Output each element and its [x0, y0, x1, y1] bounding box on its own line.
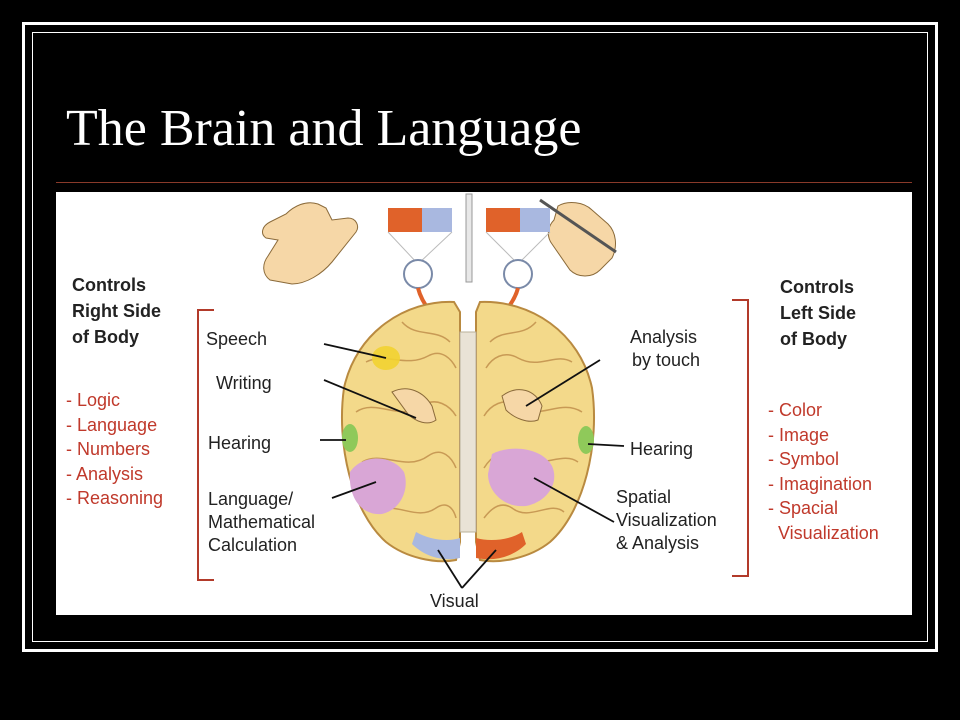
visual-label: Visual	[430, 591, 479, 611]
list-item: - Spacial	[768, 498, 839, 518]
slide-frame-inner	[32, 32, 928, 642]
left-bracket	[197, 309, 214, 581]
left-visual-region	[412, 532, 460, 560]
left-hemisphere	[341, 300, 461, 563]
left-eye-icon	[403, 259, 433, 289]
slide-title: The Brain and Language	[66, 100, 582, 157]
spatial-label-line: Visualization	[616, 510, 717, 530]
right-hearing-region	[578, 426, 594, 454]
list-item: - Logic	[66, 390, 121, 410]
brain-illustration	[197, 193, 749, 589]
list-item: - Image	[768, 424, 830, 445]
right-spatial-region	[488, 448, 555, 507]
left-panel-heading: Controls Right Side of Body	[72, 272, 161, 350]
right-heading-line: of Body	[780, 329, 847, 349]
math-label-line: Language/	[208, 489, 294, 509]
touch-label: Analysis by touch	[630, 326, 700, 372]
left-brain-hand-icon	[391, 388, 437, 424]
list-item: - Analysis	[66, 463, 144, 484]
slide-frame-outer	[22, 22, 938, 652]
title-divider	[56, 182, 912, 183]
list-item: - Imagination	[768, 473, 873, 494]
speech-label: Speech	[206, 329, 268, 349]
right-panel-heading: Controls Left Side of Body	[780, 274, 856, 352]
right-bracket	[732, 299, 749, 577]
left-heading-line: Right Side	[72, 301, 161, 321]
right-stimulus-orange	[486, 208, 520, 232]
right-hemisphere	[475, 300, 595, 563]
math-label-line: Calculation	[208, 535, 298, 555]
left-heading-line: Controls	[72, 275, 146, 295]
right-eye-icon	[503, 259, 533, 289]
left-traits-list: - Logic - Language - Numbers - Analysis …	[66, 388, 163, 511]
list-item: Visualization	[768, 522, 879, 543]
right-traits-list: - Color - Image - Symbol - Imagination -…	[768, 398, 879, 545]
list-item: - Language	[66, 414, 158, 435]
left-hearing-region	[342, 424, 358, 452]
right-stimulus-blue	[520, 208, 550, 232]
spatial-label-line: Spatial	[616, 487, 672, 507]
left-heading-line: of Body	[72, 327, 139, 347]
spatial-label-line: & Analysis	[616, 533, 700, 553]
corpus-callosum	[459, 331, 477, 533]
math-label: Language/ Mathematical Calculation	[208, 488, 315, 557]
left-stimulus-orange	[388, 208, 422, 232]
left-language-region	[349, 458, 406, 515]
right-hearing-label: Hearing	[630, 439, 694, 459]
list-item: - Reasoning	[66, 488, 164, 508]
touch-label-line: by touch	[632, 350, 701, 370]
pencil-icon	[539, 198, 617, 254]
math-label-line: Mathematical	[208, 512, 316, 532]
visual-divider	[465, 193, 473, 283]
pointer-lines	[320, 343, 625, 589]
right-heading-line: Controls	[780, 277, 854, 297]
list-item: - Symbol	[768, 449, 840, 469]
list-item: - Numbers	[66, 439, 151, 459]
spatial-label: Spatial Visualization & Analysis	[616, 486, 717, 555]
touch-label-line: Analysis	[630, 327, 698, 347]
right-hand-icon	[547, 202, 616, 277]
right-heading-line: Left Side	[780, 303, 857, 323]
left-hand-icon	[262, 202, 359, 285]
right-brain-hand-icon	[501, 389, 543, 422]
list-item: - Color	[768, 400, 823, 420]
writing-label: Writing	[216, 373, 272, 393]
right-visual-region	[476, 532, 526, 560]
brain-diagram: Controls Right Side of Body - Logic - La…	[56, 192, 912, 615]
left-stimulus-blue	[422, 208, 452, 232]
left-hearing-label: Hearing	[208, 433, 272, 453]
